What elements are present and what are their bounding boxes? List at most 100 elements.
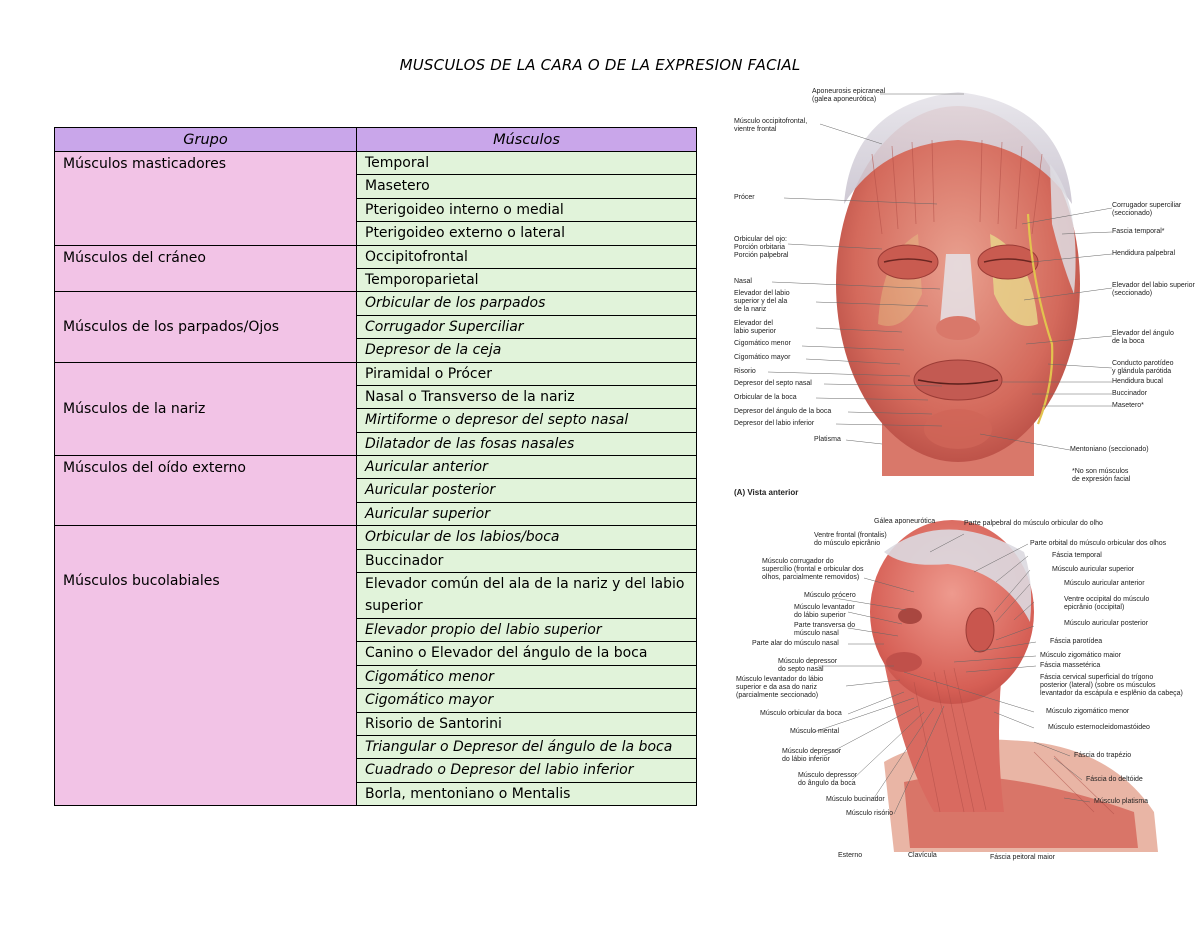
fig-b-label: Fáscia peitoral maior [990,854,1055,861]
table-row: Borla, mentoniano o Mentalis [55,781,697,807]
table-row: Músculos del oído externo Auricular ante… [54,455,697,527]
group-cell: Músculos de los parpados/Ojos [54,291,357,363]
fig-b-label: Clavícula [908,852,937,859]
fig-b-label: Músculo levantador do lábio superior e d… [736,676,824,699]
muscle-cell: Orbicular de los parpados [356,291,697,316]
table-row: Depresor de la ceja [55,338,697,363]
anatomy-figure-lateral: Gálea aponeurótica Parte palpebral do mú… [734,512,1200,868]
fig-b-label: Parte alar do músculo nasal [752,640,839,647]
fig-b-label: Músculo depressor do septo nasal [778,658,838,673]
table-row: Dilatador de las fosas nasales [55,431,697,457]
fig-b-label: Músculo orbicular da boca [760,710,842,717]
fig-a-label: Cigomático mayor [734,354,791,361]
fig-a-caption: (A) Vista anterior [734,488,799,497]
muscle-cell: Borla, mentoniano o Mentalis [356,781,697,807]
muscle-cell: Cigomático mayor [356,688,697,713]
muscle-cell: Elevador común del ala de la nariz y del… [356,572,697,620]
fig-a-label: Prócer [734,194,755,201]
muscle-cell: Dilatador de las fosas nasales [356,431,697,457]
fig-b-label: Fáscia massetérica [1040,662,1101,669]
muscle-cell: Triangular o Depresor del ángulo de la b… [356,734,697,760]
table-row: Músculos masticadores Temporal [54,150,697,246]
muscle-cell: Elevador propio del labio superior [356,618,697,643]
fig-b-label: Músculo esternocleidomastóideo [1048,724,1150,731]
table-row: Músculos bucolabiales Orbicular de los l… [54,525,697,807]
fig-a-label: Depresor del ángulo de la boca [734,408,832,415]
fig-b-label: Músculo mental [790,728,840,735]
table-row: Auricular superior [55,501,697,527]
table-row: Pterigoideo externo o lateral [55,221,697,246]
fig-b-label: Músculo depressor do ângulo da boca [798,772,858,787]
fig-b-label: Parte palpebral do músculo orbicular do … [964,520,1103,527]
fig-a-label: Depresor del septo nasal [734,380,812,387]
group-cell: Músculos del oído externo [54,455,357,527]
fig-b-label: Músculo risório [846,810,894,817]
table-row: Nasal o Transverso de la nariz [55,384,697,410]
table-row: Elevador propio del labio superior [55,618,697,643]
fig-a-label: Depresor del labio inferior [734,420,815,427]
table-row: Canino o Elevador del ángulo de la boca [55,641,697,666]
fig-b-label: Esterno [838,852,863,859]
fig-a-label: Conducto parotídeo y glándula parótida [1112,360,1174,375]
fig-b-label: Músculo prócero [804,592,856,599]
anatomy-figure-anterior: Aponeurosis epicraneal (galea aponeuróti… [732,84,1200,500]
fig-a-label: Fascia temporal* [1112,228,1165,235]
fig-a-label: Hendidura bucal [1112,378,1163,385]
header-musculos: Músculos [356,127,697,152]
group-cell: Músculos del cráneo [54,244,357,293]
anterior-face-illustration [767,92,1113,476]
fig-b-label: Músculo auricular superior [1052,566,1135,573]
fig-a-label: Risorio [734,368,756,375]
muscle-cell: Auricular anterior [356,455,697,480]
fig-a-label: *No son músculos de expresión facial [1072,468,1131,483]
fig-b-label: Parte transversa do músculo nasal [794,622,856,637]
fig-a-label: Masetero* [1112,402,1144,409]
fig-b-label: Músculo corrugador do supercílio (fronta… [762,558,864,581]
table-row: Temporoparietal [55,267,697,293]
fig-b-label: Fáscia do trapézio [1074,752,1132,759]
fig-b-label: Fáscia do deltóide [1086,776,1143,783]
muscle-cell: Risorio de Santorini [356,711,697,736]
fig-a-label: Elevador del ángulo de la boca [1112,330,1174,345]
table-row: Músculos del cráneo Occipitofrontal [54,244,697,293]
fig-b-label: Músculo levantador do lábio superior [794,604,855,619]
table-row: Cigomático menor [55,664,697,690]
fig-b-label: Fáscia cervical superficial do trígono p… [1040,674,1183,697]
muscle-cell: Orbicular de los labios/boca [356,525,697,550]
muscle-cell: Cuadrado o Depresor del labio inferior [356,758,697,783]
table-row: Auricular posterior [55,478,697,503]
fig-a-label: Aponeurosis epicraneal (galea aponeuróti… [812,88,886,103]
lateral-head-illustration [813,520,1158,852]
muscle-cell: Nasal o Transverso de la nariz [356,384,697,410]
fig-b-label: Músculo bucinador [826,796,885,803]
fig-b-label: Músculo zigomático menor [1046,708,1130,715]
table-row: Mirtiforme o depresor del septo nasal [55,408,697,433]
fig-b-label: Músculo auricular posterior [1064,620,1149,627]
fig-b-label: Músculo zigomático maior [1040,652,1121,659]
muscles-table: Grupo Músculos Músculos masticadores Tem… [54,127,697,807]
fig-a-label: Platisma [814,436,841,443]
fig-b-label: Músculo auricular anterior [1064,580,1145,587]
fig-a-label: Músculo occipitofrontal, vientre frontal [734,118,808,133]
fig-a-label: Elevador del labio superior (seccionado) [1112,282,1195,297]
muscle-cell: Corrugador Superciliar [356,314,697,340]
muscle-cell: Mirtiforme o depresor del septo nasal [356,408,697,433]
muscle-cell: Temporal [356,150,697,176]
group-cell: Músculos masticadores [54,151,357,246]
fig-a-label: Hendidura palpebral [1112,250,1176,257]
header-grupo: Grupo [54,127,357,152]
table-row: Elevador común del ala de la nariz y del… [55,572,697,620]
fig-b-label: Músculo depressor do lábio inferior [782,748,842,763]
muscle-cell: Auricular superior [356,501,697,527]
table-row: Cuadrado o Depresor del labio inferior [55,758,697,783]
fig-b-label: Gálea aponeurótica [874,518,936,525]
muscle-cell: Depresor de la ceja [356,338,697,363]
fig-b-label: Ventre occipital do músculo epicrânio (o… [1064,596,1150,611]
fig-b-label: Parte orbital do músculo orbicular dos o… [1030,540,1167,547]
document-title: MUSCULOS DE LA CARA O DE LA EXPRESION FA… [399,56,801,74]
fig-a-label: Elevador del labio superior y del ala de… [734,290,790,313]
fig-a-label: Elevador del labio superior [734,320,777,335]
fig-a-label: Buccinador [1112,390,1148,397]
muscle-cell: Temporoparietal [356,267,697,293]
fig-a-label: Orbicular del ojo: Porción orbitaria Por… [734,236,789,259]
